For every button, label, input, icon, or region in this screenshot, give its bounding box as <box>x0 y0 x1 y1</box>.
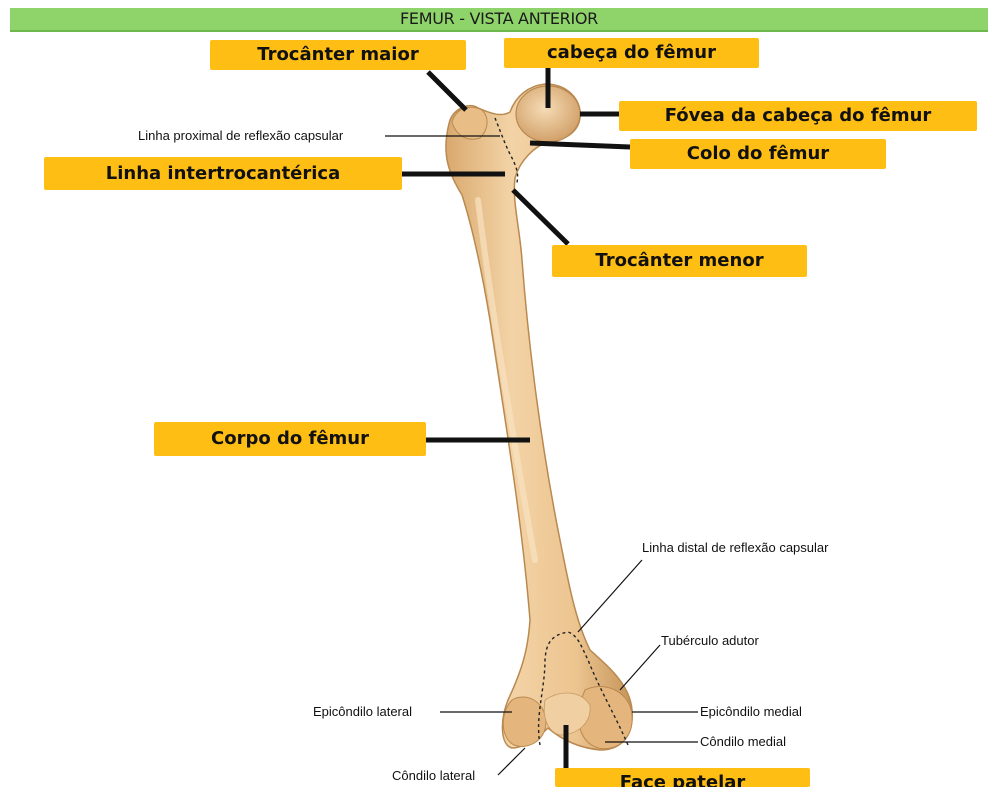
label-colo: Colo do fêmur <box>630 139 886 169</box>
thin-leader-tuberculo <box>620 645 660 690</box>
label-trocanter-menor: Trocânter menor <box>552 245 807 277</box>
label-corpo: Corpo do fêmur <box>154 422 426 456</box>
label-trocanter-maior-text: Trocânter maior <box>257 44 418 65</box>
label-trocanter-maior: Trocânter maior <box>210 40 466 70</box>
leader-trocanter-maior <box>428 72 466 110</box>
lateral-condyle <box>503 697 546 746</box>
label-face-patelar-text: Face patelar <box>620 772 746 787</box>
label-fovea: Fóvea da cabeça do fêmur <box>619 101 977 131</box>
label-linha-proximal: Linha proximal de reflexão capsular <box>138 128 343 143</box>
thin-leader-linha-distal <box>578 560 642 632</box>
label-fovea-text: Fóvea da cabeça do fêmur <box>665 105 932 126</box>
label-condilo-medial: Côndilo medial <box>700 734 786 749</box>
femur-bone <box>446 84 632 750</box>
label-cabeca-femur: cabeça do fêmur <box>504 38 759 68</box>
label-epicondilo-medial: Epicôndilo medial <box>700 704 802 719</box>
label-face-patelar: Face patelar <box>555 768 810 787</box>
label-colo-text: Colo do fêmur <box>687 143 829 164</box>
label-epicondilo-lateral: Epicôndilo lateral <box>313 704 412 719</box>
leader-trocanter-menor <box>513 190 568 244</box>
label-cabeca-femur-text: cabeça do fêmur <box>547 42 716 63</box>
label-linha-distal: Linha distal de reflexão capsular <box>642 540 828 555</box>
leader-colo <box>530 143 630 147</box>
label-linha-intertrocanterica: Linha intertrocantérica <box>44 157 402 190</box>
label-linha-intertrocanterica-text: Linha intertrocantérica <box>106 163 341 184</box>
label-trocanter-menor-text: Trocânter menor <box>595 250 763 271</box>
label-tuberculo-adutor: Tubérculo adutor <box>661 633 759 648</box>
label-corpo-text: Corpo do fêmur <box>211 428 369 449</box>
thin-leader-condilo-lateral <box>498 748 525 775</box>
label-condilo-lateral: Côndilo lateral <box>392 768 475 783</box>
